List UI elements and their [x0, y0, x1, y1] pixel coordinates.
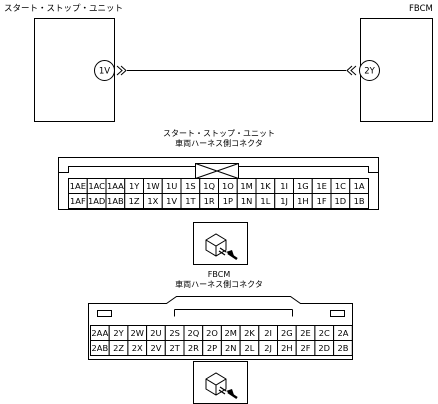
pin-label: 2D	[318, 343, 330, 353]
connector2-tab	[330, 310, 345, 317]
pin-label: 2AA	[91, 328, 108, 338]
connector2-title-line1: FBCM	[207, 270, 231, 279]
pin-label: 1A	[354, 181, 365, 191]
pin-label: 2Z	[113, 343, 124, 353]
unit-right-label: FBCM	[409, 4, 433, 14]
pin-label: 1K	[260, 181, 271, 191]
pin-label: 1AA	[107, 181, 124, 191]
pin-label: 1F	[317, 196, 327, 206]
pin-label: 2A	[337, 328, 348, 338]
pin-right-circle	[359, 60, 380, 81]
pin-label: 2P	[207, 343, 217, 353]
pin-label: 1P	[223, 196, 233, 206]
pin-label: 2I	[264, 328, 272, 338]
pin-label: 2B	[337, 343, 348, 353]
connector2-title: FBCM 車両ハーネス側コネクタ	[119, 270, 319, 290]
pin-label: 2G	[281, 328, 293, 338]
pin-label: 1T	[185, 196, 196, 206]
pin-label: 1E	[316, 181, 327, 191]
pin-label: 1O	[222, 181, 234, 191]
pin-label: 2AB	[92, 343, 109, 353]
pin-label: 2N	[225, 343, 237, 353]
pin-label: 1V	[166, 196, 177, 206]
pin-label: 1AD	[88, 196, 105, 206]
pin-label: 1Z	[129, 196, 140, 206]
pin-label: 1AF	[70, 196, 86, 206]
pin-right-label: 2Y	[364, 67, 375, 77]
pin-label: 1N	[241, 196, 253, 206]
pin-label: 2Y	[113, 328, 124, 338]
pin-label: 1J	[280, 196, 288, 206]
pin-label: 1AB	[107, 196, 124, 206]
pin-label: 2R	[188, 343, 199, 353]
pin-label: 2M	[225, 328, 237, 338]
pin-cell	[349, 193, 369, 209]
pin-label: 2L	[244, 343, 254, 353]
pin-label: 1AE	[70, 181, 86, 191]
pin-label: 1Y	[129, 181, 140, 191]
pin-left-label: 1V	[99, 67, 110, 77]
connector2-tab	[97, 310, 112, 317]
pin-label: 1G	[297, 181, 309, 191]
connector1-title-line2: 車両ハーネス側コネクタ	[175, 139, 263, 148]
pin-label: 1AC	[88, 181, 105, 191]
pin-label: 2W	[131, 328, 144, 338]
pin-label: 2O	[206, 328, 218, 338]
pin-label: 2J	[264, 343, 272, 353]
pin-label: 1R	[204, 196, 215, 206]
pin-label: 1D	[335, 196, 347, 206]
chevron-left-icon	[346, 65, 357, 76]
chevron-right-icon	[116, 65, 127, 76]
pin-label: 2U	[150, 328, 161, 338]
connector2-face: 2AA 2Y 2W 2U 2S 2Q 2O 2M 2K 2I 2G 2E 2C 2A 2AB 2Z 2X 2V 2T…	[88, 296, 353, 360]
pin-label: 2F	[301, 343, 311, 353]
wiring-diagram: 1V 2Y	[34, 18, 433, 122]
pin-label: 1C	[335, 181, 346, 191]
pin-label: 2X	[132, 343, 143, 353]
connector1-title: スタート・ストップ・ユニット 車両ハーネス側コネクタ	[119, 129, 319, 149]
pin-label: 2Q	[187, 328, 199, 338]
pin-label: 1X	[147, 196, 158, 206]
pin-label: 1W	[146, 181, 159, 191]
pin-label: 1H	[297, 196, 309, 206]
connector1-title-line1: スタート・ストップ・ユニット	[163, 129, 275, 138]
pin-label: 1S	[185, 181, 196, 191]
pin-label: 1I	[280, 181, 288, 191]
pin-label: 2V	[150, 343, 161, 353]
pin-cell	[333, 340, 353, 356]
pin-label: 1L	[260, 196, 270, 206]
pin-label: 2H	[281, 343, 293, 353]
unit-left-label: スタート・ストップ・ユニット	[4, 4, 124, 14]
connector-plug-icon	[193, 361, 248, 404]
pin-label: 1Q	[203, 181, 215, 191]
pin-label: 2K	[244, 328, 255, 338]
connector2-title-line2: 車両ハーネス側コネクタ	[175, 280, 263, 289]
pin-left-circle	[94, 60, 115, 81]
pin-label: 1U	[166, 181, 177, 191]
pin-label: 2C	[319, 328, 330, 338]
pin-label: 2S	[169, 328, 180, 338]
pin-label: 1B	[354, 196, 365, 206]
connector-plug-icon	[193, 222, 248, 265]
pin-label: 2E	[300, 328, 311, 338]
pin-label: 1M	[240, 181, 252, 191]
pin-label: 2T	[169, 343, 180, 353]
